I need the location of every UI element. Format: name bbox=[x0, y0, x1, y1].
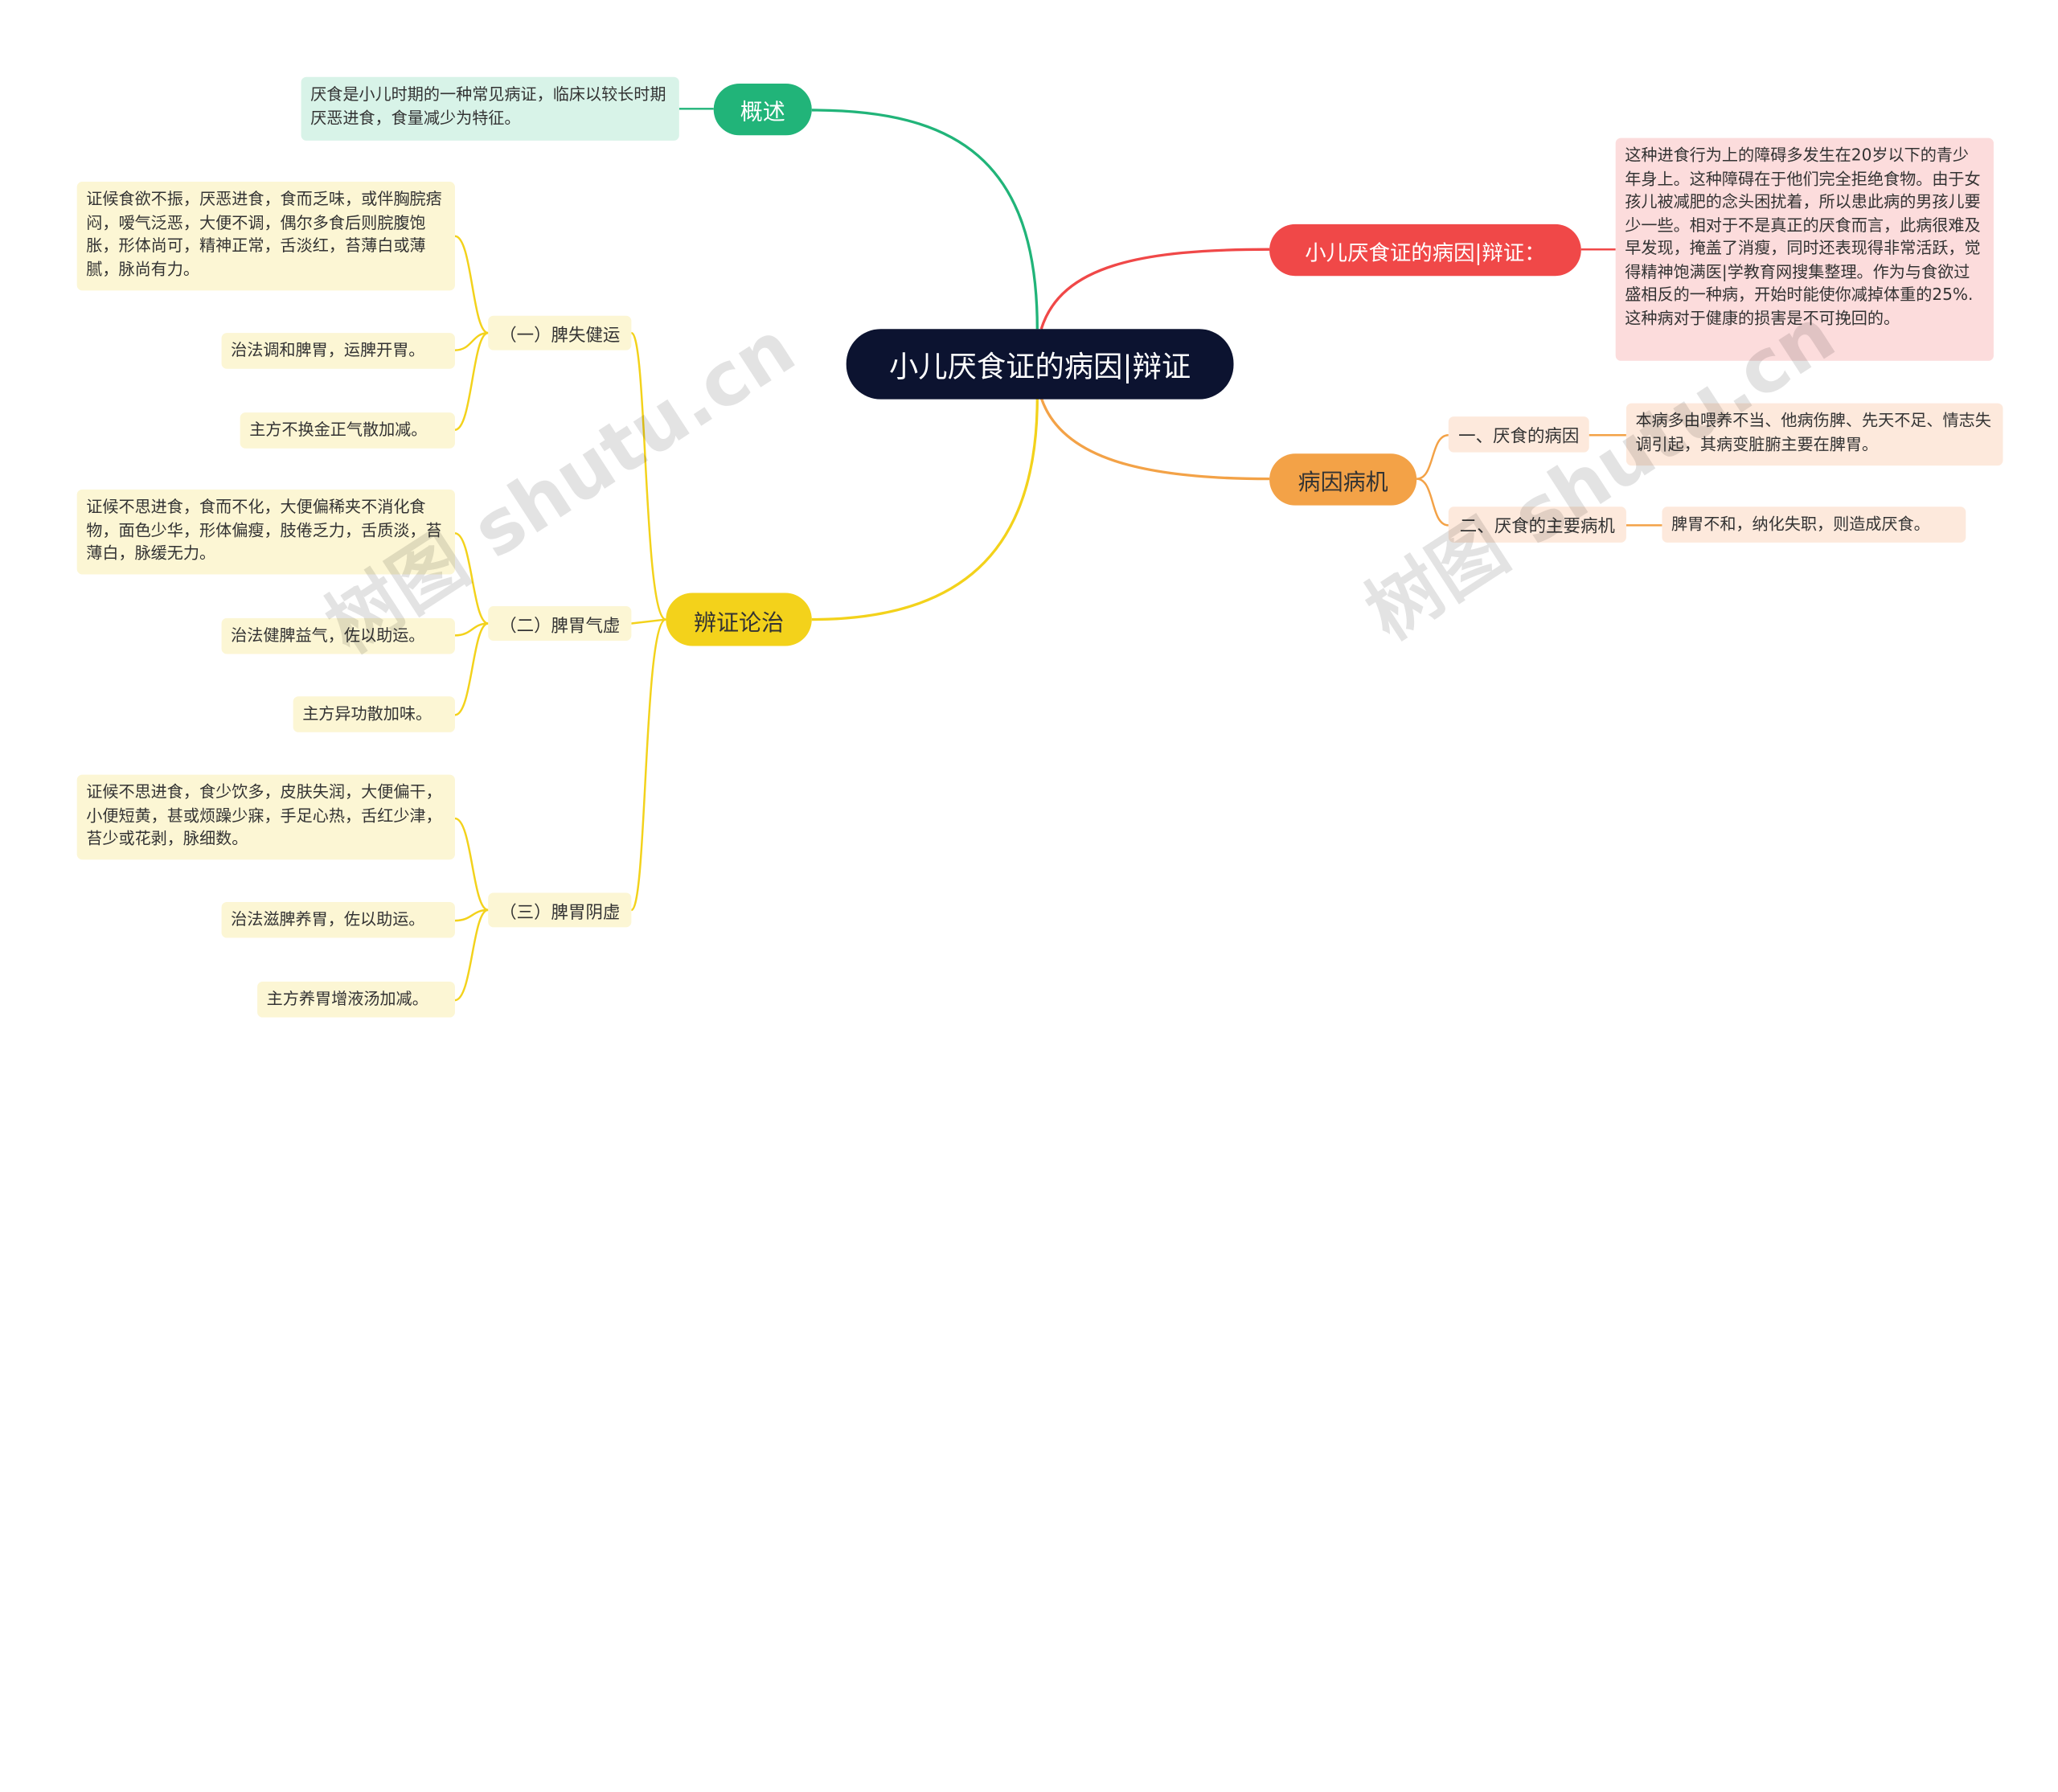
branch-cause-diagnosis[interactable]: 小儿厌食证的病因|辩证： bbox=[1269, 223, 1581, 277]
diagnosis-sub-2-item-3[interactable]: 主方异功散加味。 bbox=[293, 696, 455, 732]
cause-diagnosis-text[interactable]: 这种进食行为上的障碍多发生在20岁以下的青少年身上。这种障碍在于他们完全拒绝食物… bbox=[1615, 137, 1994, 361]
diagnosis-sub-3-item-1[interactable]: 证候不思进食，食少饮多，皮肤失润，大便偏干，小便短黄，甚或烦躁少寐，手足心热，舌… bbox=[76, 774, 455, 860]
diagnosis-sub-2-item-2[interactable]: 治法健脾益气，佐以助运。 bbox=[221, 617, 455, 654]
branch-diagnosis[interactable]: 辨证论治 bbox=[666, 593, 812, 646]
etiology-sub-1[interactable]: 一、厌食的病因 bbox=[1448, 416, 1589, 453]
branch-overview[interactable]: 概述 bbox=[713, 83, 812, 136]
diagnosis-sub-3-item-2[interactable]: 治法滋脾养胃，佐以助运。 bbox=[221, 902, 455, 938]
connector-lines bbox=[454, 108, 1662, 1002]
diagnosis-sub-3[interactable]: （三）脾胃阴虚 bbox=[488, 892, 632, 928]
branch-etiology[interactable]: 病因病机 bbox=[1269, 453, 1417, 506]
diagnosis-sub-2[interactable]: （二）脾胃气虚 bbox=[488, 606, 632, 641]
diagnosis-sub-1[interactable]: （一）脾失健运 bbox=[488, 315, 632, 351]
diagnosis-sub-1-item-2[interactable]: 治法调和脾胃，运脾开胃。 bbox=[221, 333, 455, 369]
overview-text[interactable]: 厌食是小儿时期的一种常见病证，临床以较长时期厌恶进食，食量减少为特征。 bbox=[301, 76, 679, 141]
diagnosis-sub-3-item-3[interactable]: 主方养胃增液汤加减。 bbox=[257, 982, 455, 1018]
etiology-sub-2[interactable]: 二、厌食的主要病机 bbox=[1448, 506, 1626, 543]
diagnosis-sub-2-item-1[interactable]: 证候不思进食，食而不化，大便偏稀夹不消化食物，面色少华，形体偏瘦，肢倦乏力，舌质… bbox=[76, 489, 455, 575]
etiology-sub-1-text[interactable]: 本病多由喂养不当、他病伤脾、先天不足、情志失调引起，其病变脏腑主要在脾胃。 bbox=[1625, 403, 2003, 466]
root-topic[interactable]: 小儿厌食证的病因|辩证 bbox=[846, 329, 1234, 400]
diagnosis-sub-1-item-3[interactable]: 主方不换金正气散加减。 bbox=[240, 412, 455, 449]
diagnosis-sub-1-item-1[interactable]: 证候食欲不振，厌恶进食，食而乏味，或伴胸脘痞闷，嗳气泛恶，大便不调，偶尔多食后则… bbox=[76, 182, 455, 291]
etiology-sub-2-text[interactable]: 脾胃不和，纳化失职，则造成厌食。 bbox=[1662, 506, 1966, 543]
